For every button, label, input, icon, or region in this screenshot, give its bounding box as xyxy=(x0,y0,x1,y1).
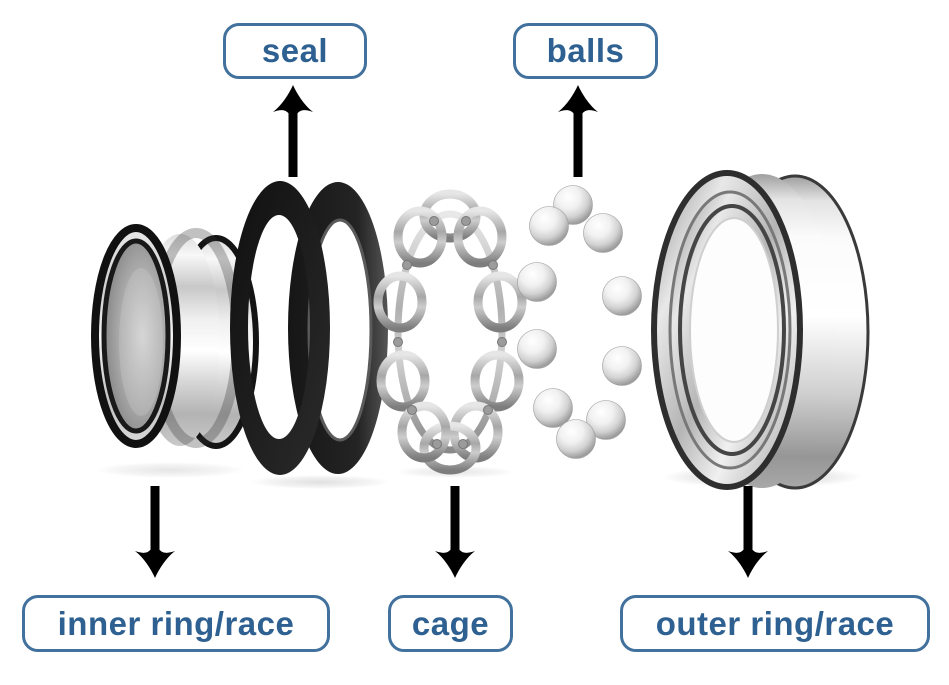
balls-graphic xyxy=(517,185,642,459)
label-cage-text: cage xyxy=(411,604,490,642)
label-outer-ring-race: outer ring/race xyxy=(620,595,930,652)
label-inner-ring-race-text: inner ring/race xyxy=(57,604,295,642)
ball xyxy=(602,346,642,386)
cage-pocket xyxy=(470,350,524,412)
ball xyxy=(586,400,626,440)
cage-pocket xyxy=(393,206,447,268)
label-inner-ring-race: inner ring/race xyxy=(22,595,330,652)
label-seal: seal xyxy=(223,23,367,79)
label-balls: balls xyxy=(513,23,658,79)
cage-rivets xyxy=(393,216,507,449)
ball xyxy=(517,262,557,302)
cage-pocket xyxy=(373,271,427,333)
ball xyxy=(529,206,569,246)
arrow-down-inner-ring-icon xyxy=(135,486,175,578)
cage-pocket xyxy=(453,206,507,268)
outer-ring-graphic xyxy=(651,170,870,490)
label-seal-text: seal xyxy=(261,32,329,69)
label-cage: cage xyxy=(388,595,513,652)
cage-pocket xyxy=(397,401,451,463)
outer-ring-bore xyxy=(689,217,779,443)
arrow-down-cage-icon xyxy=(435,486,475,578)
cage-pocket xyxy=(376,350,430,412)
ball xyxy=(602,276,642,316)
ball xyxy=(556,419,596,459)
label-balls-text: balls xyxy=(546,32,625,69)
inner-ring-shadow xyxy=(95,462,245,478)
seal-graphic xyxy=(230,181,388,475)
ball xyxy=(533,388,573,428)
inner-ring-bore xyxy=(101,238,171,434)
cage-pocket xyxy=(473,271,527,333)
arrow-up-seal-icon xyxy=(273,85,313,177)
cage-graphic xyxy=(373,189,527,475)
arrow-down-outer-ring-icon xyxy=(728,486,768,578)
label-outer-ring-race-text: outer ring/race xyxy=(655,604,895,642)
ball xyxy=(583,213,623,253)
inner-ring-graphic xyxy=(91,224,259,449)
seal-ring-front xyxy=(230,181,330,475)
ball xyxy=(517,329,557,369)
arrow-up-balls-icon xyxy=(558,85,598,177)
seal-shadow xyxy=(250,475,390,489)
